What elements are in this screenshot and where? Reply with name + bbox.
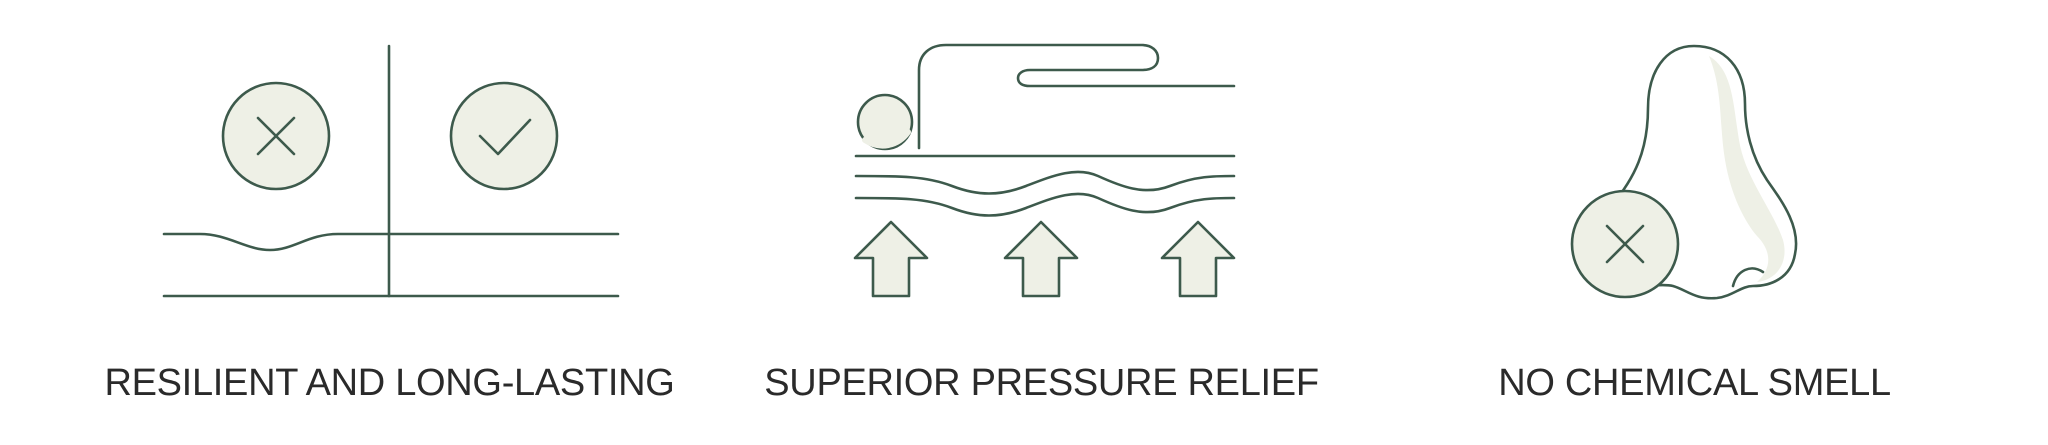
- up-arrow-icon: [1003, 220, 1079, 298]
- check-circle-icon: [449, 81, 559, 191]
- feature-caption: RESILIENT AND LONG-LASTING: [104, 362, 675, 404]
- nostril-line: [1731, 267, 1765, 288]
- feature-resilient: RESILIENT AND LONG-LASTING: [48, 0, 731, 445]
- mattress-wave-2: [854, 192, 1236, 217]
- resilience-icon: [162, 44, 620, 298]
- feature-caption: SUPERIOR PRESSURE RELIEF: [764, 362, 1319, 404]
- dented-surface-line: [162, 232, 620, 252]
- pressure-relief-icon: [853, 43, 1236, 298]
- body-outline: [917, 43, 1236, 150]
- nose-shading: [1709, 56, 1785, 282]
- feature-caption: NO CHEMICAL SMELL: [1498, 362, 1891, 404]
- mattress-wave-1: [854, 170, 1236, 195]
- up-arrow-icon: [853, 220, 929, 298]
- head-icon: [856, 93, 914, 151]
- no-smell-icon: [1570, 44, 1798, 300]
- up-arrow-icon: [1160, 220, 1236, 298]
- feature-no-smell: NO CHEMICAL SMELL: [1353, 0, 2036, 445]
- feature-pressure-relief: SUPERIOR PRESSURE RELIEF: [700, 0, 1383, 445]
